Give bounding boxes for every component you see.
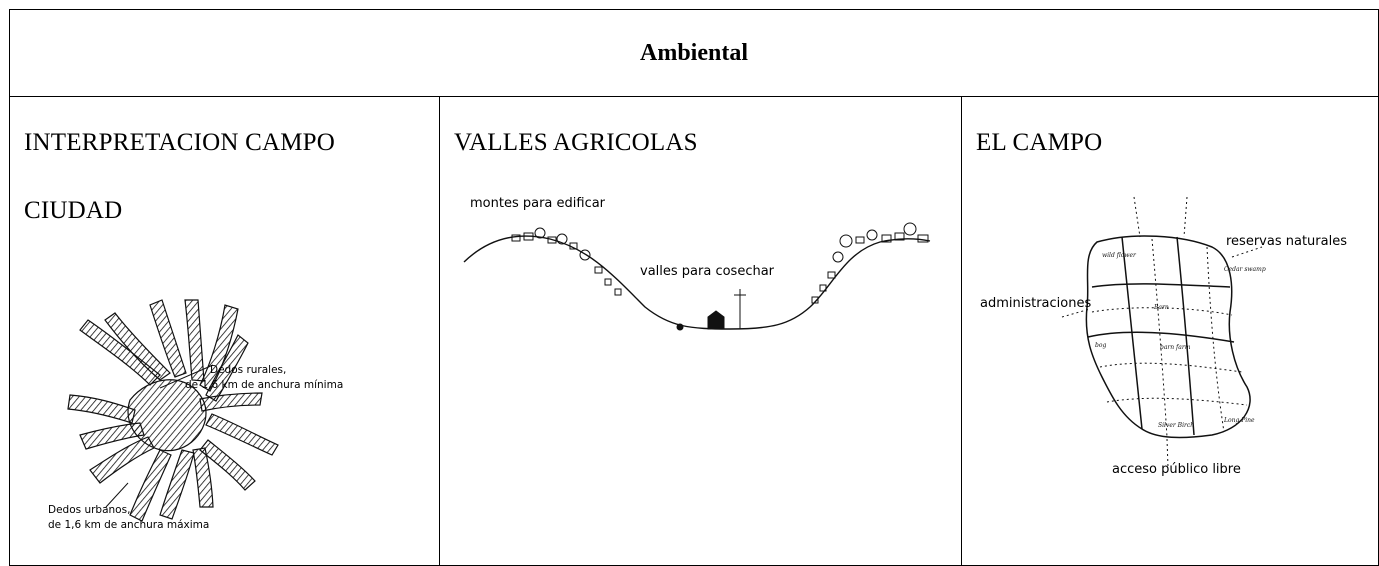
label-admin: administraciones bbox=[980, 296, 1091, 311]
svg-text:Cedar swamp: Cedar swamp bbox=[1224, 266, 1266, 273]
label-hills: montes para edificar bbox=[470, 196, 606, 211]
ambiental-table: Ambiental INTERPRETACION CAMPO CIUDAD bbox=[8, 9, 1379, 566]
svg-text:barn farm: barn farm bbox=[1160, 344, 1191, 351]
column-title-line1: VALLES AGRICOLAS bbox=[454, 129, 698, 156]
campo-map-outline bbox=[1085, 235, 1251, 439]
valley-diagram-image: montes para edificar valles para cosecha… bbox=[463, 196, 931, 331]
column-title-line2: CIUDAD bbox=[24, 197, 123, 224]
column-valles: VALLES AGRICOLAS montes para edificar va… bbox=[439, 96, 962, 566]
column-title: INTERPRETACION CAMPO CIUDAD bbox=[10, 97, 439, 245]
label-urban-line2: de 1,6 km de anchura máxima bbox=[48, 519, 209, 531]
label-rural-line1: Dedos rurales, bbox=[210, 364, 286, 376]
svg-text:Barn: Barn bbox=[1153, 304, 1169, 311]
figure-fingers-diagram: Dedos rurales, de 1,6 km de anchura míni… bbox=[10, 245, 439, 545]
table-header-title: Ambiental bbox=[640, 39, 748, 66]
svg-text:bog: bog bbox=[1095, 342, 1106, 349]
label-access: acceso público libre bbox=[1112, 462, 1241, 477]
figure-campo-map: wild flower Barn Cedar swamp bog barn fa… bbox=[962, 177, 1378, 487]
campo-map-image: wild flower Barn Cedar swamp bog barn fa… bbox=[980, 196, 1347, 477]
column-title: VALLES AGRICOLAS bbox=[440, 97, 961, 177]
valley-profile-line bbox=[463, 235, 931, 330]
column-title-line1: INTERPRETACION CAMPO bbox=[24, 129, 336, 156]
hill-houses-left bbox=[511, 227, 622, 296]
column-interpretacion: INTERPRETACION CAMPO CIUDAD bbox=[9, 96, 440, 566]
column-el-campo: EL CAMPO bbox=[960, 96, 1379, 566]
svg-text:Long Pine: Long Pine bbox=[1223, 417, 1255, 424]
label-reserves: reservas naturales bbox=[1226, 234, 1347, 249]
column-title-line1: EL CAMPO bbox=[976, 129, 1103, 156]
fingers-diagram-image: Dedos rurales, de 1,6 km de anchura míni… bbox=[48, 299, 343, 531]
urban-fingers-shape bbox=[67, 299, 279, 522]
rural-label-leader bbox=[159, 364, 214, 389]
label-rural-line2: de 1,6 km de anchura mínima bbox=[185, 379, 343, 391]
figure-valley-diagram: montes para edificar valles para cosecha… bbox=[440, 177, 961, 347]
table-header-cell: Ambiental bbox=[8, 9, 1379, 97]
svg-text:wild flower: wild flower bbox=[1102, 252, 1137, 259]
hill-houses-right bbox=[811, 222, 929, 304]
valley-farm bbox=[676, 289, 746, 331]
svg-text:Silver Birch: Silver Birch bbox=[1158, 422, 1194, 429]
campo-map-small-notes: wild flower Barn Cedar swamp bog barn fa… bbox=[1095, 252, 1266, 429]
column-title: EL CAMPO bbox=[962, 97, 1378, 177]
label-valleys: valles para cosechar bbox=[640, 264, 775, 279]
urban-label-leader bbox=[105, 482, 129, 508]
campo-map-dotted-paths bbox=[1061, 196, 1263, 468]
label-urban-line1: Dedos urbanos, bbox=[48, 504, 130, 516]
